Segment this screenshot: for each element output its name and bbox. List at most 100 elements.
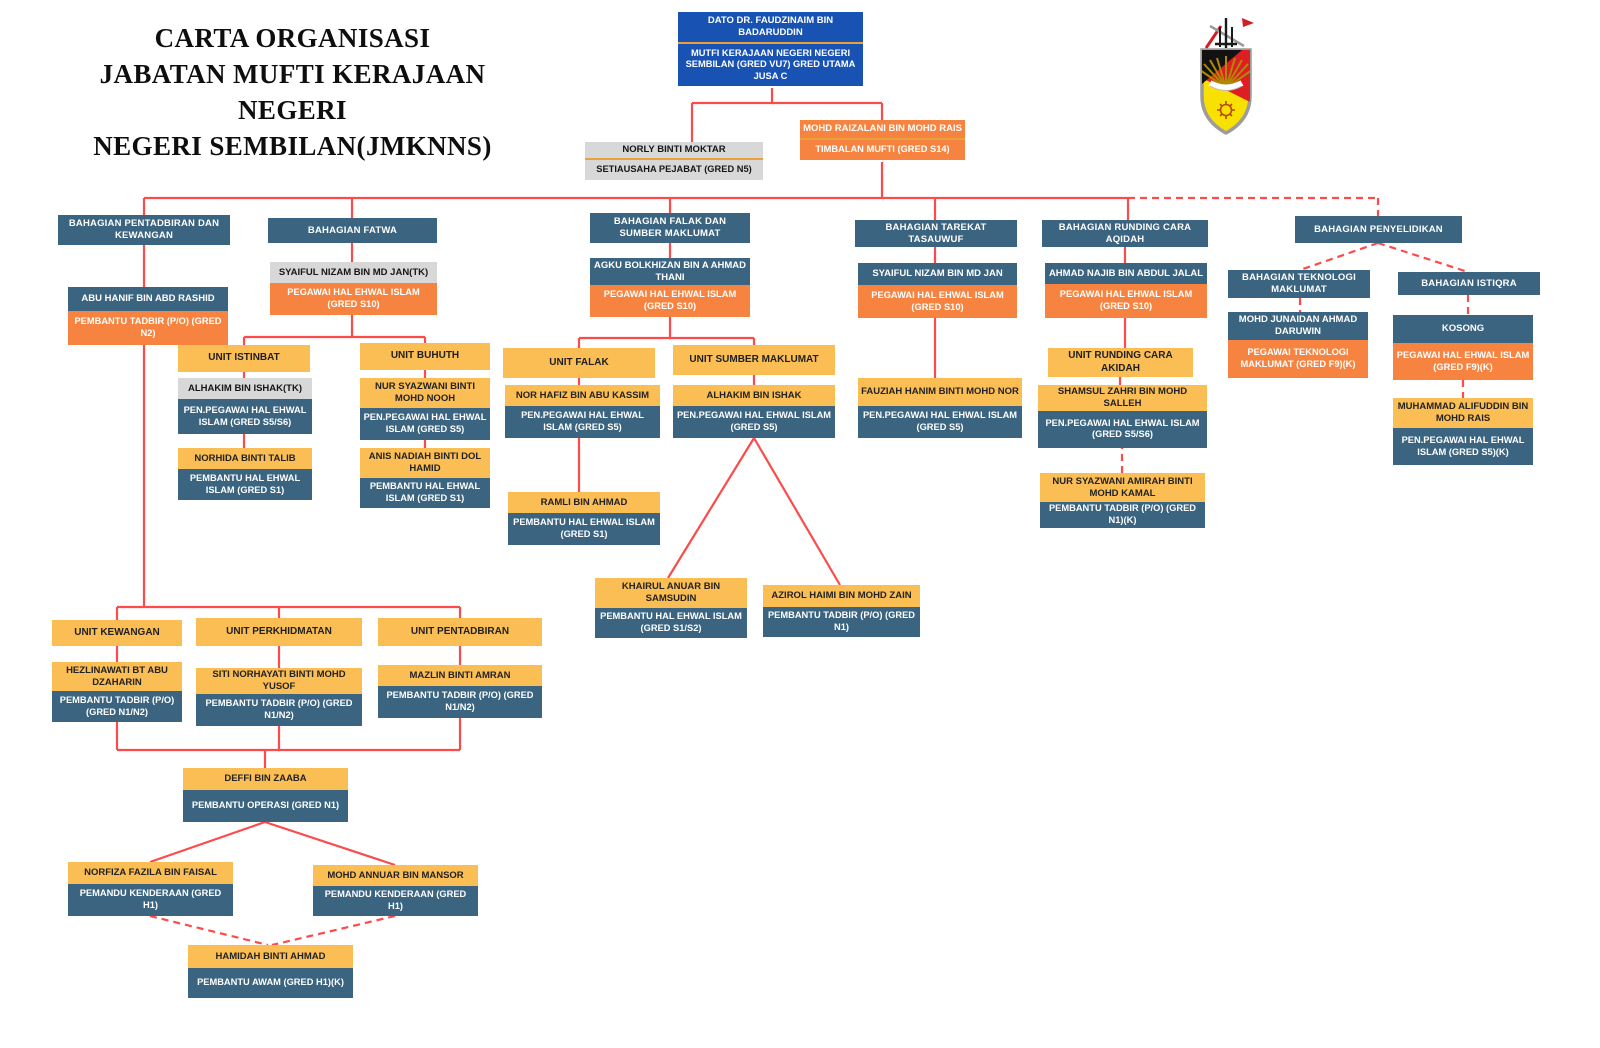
unit-label: UNIT RUNDING CARA AKIDAH	[1068, 350, 1173, 374]
crest-keris-icon	[1204, 18, 1254, 49]
person-role: PEGAWAI HAL EHWAL ISLAM (GRED F9)(K)	[1393, 343, 1533, 380]
person-role: PEMBANTU TADBIR (P/O) (GRED N1/N2)	[196, 693, 362, 726]
person-role: PEMANDU KENDERAAN (GRED H1)	[313, 886, 478, 916]
title-line-1: CARTA ORGANISASI	[154, 23, 431, 53]
person-role: PEGAWAI HAL EHWAL ISLAM (GRED S10)	[270, 283, 437, 315]
org-node-bhg-pentadbiran: BAHAGIAN PENTADBIRAN DAN KEWANGAN	[58, 215, 230, 245]
person-name: MOHD RAIZALANI BIN MOHD RAIS	[800, 120, 965, 140]
unit-label: UNIT FALAK	[549, 356, 609, 368]
person-role: PEMBANTU TADBIR (P/O) (GRED N1)	[763, 607, 920, 637]
unit-label: UNIT BUHUTH	[390, 350, 460, 362]
person-role: PEMBANTU HAL EHWAL ISLAM (GRED S1)	[178, 469, 312, 500]
person-role: PEMBANTU AWAM (GRED H1)(K)	[188, 968, 353, 998]
person-role: PEN.PEGAWAI HAL EHWAL ISLAM (GRED S5)	[858, 406, 1022, 438]
org-node-unit-perkhidmatan: UNIT PERKHIDMATAN	[196, 618, 362, 646]
person-name: SITI NORHAYATI BINTI MOHD YUSOF	[196, 668, 362, 694]
unit-label: UNIT ISTINBAT	[208, 352, 280, 364]
person-name: AZIROL HAIMI BIN MOHD ZAIN	[763, 585, 920, 607]
org-node-unit-falak: UNIT FALAK	[503, 348, 655, 378]
person-name: ANIS NADIAH BINTI DOL HAMID	[360, 448, 490, 478]
dept-label: BAHAGIAN TAREKAT TASAUWUF	[885, 222, 987, 245]
person-name: HAMIDAH BINTI AHMAD	[188, 945, 353, 968]
crest-sun-icon	[1217, 101, 1235, 119]
person-name: ABU HANIF BIN ABD RASHID	[68, 287, 228, 311]
connector-line	[753, 437, 841, 586]
unit-label: UNIT PENTADBIRAN	[410, 625, 510, 637]
org-node-bhg-penyelidikan: BAHAGIAN PENYELIDIKAN	[1295, 216, 1462, 243]
person-name: NORFIZA FAZILA BIN FAISAL	[68, 862, 233, 884]
org-node-bhg-fatwa: BAHAGIAN FATWA	[268, 218, 437, 243]
person-role: PEMANDU KENDERAAN (GRED H1)	[68, 884, 233, 916]
person-role: PEGAWAI HAL EHWAL ISLAM (GRED S10)	[590, 285, 750, 317]
person-name: NORHIDA BINTI TALIB	[178, 448, 312, 469]
person-role: PEGAWAI HAL EHWAL ISLAM (GRED S10)	[1045, 284, 1207, 318]
org-node-unit-runding: UNIT RUNDING CARA AKIDAH	[1048, 348, 1193, 377]
unit-label: UNIT KEWANGAN	[74, 626, 160, 638]
org-node-unit-pentadbiran: UNIT PENTADBIRAN	[378, 618, 542, 646]
org-node-alhakim-tk: ALHAKIM BIN ISHAK(TK)PEN.PEGAWAI HAL EHW…	[178, 378, 312, 434]
person-name: NUR SYAZWANI BINTI MOHD NOOH	[360, 378, 490, 408]
person-role: MUTFI KERAJAAN NEGERI NEGERI SEMBILAN (G…	[678, 44, 863, 86]
person-role: PEMBANTU OPERASI (GRED N1)	[183, 790, 348, 822]
person-name: SYAIFUL NIZAM BIN MD JAN	[858, 263, 1017, 285]
connector-line-dashed	[1377, 241, 1469, 274]
person-name: NORLY BINTI MOKTAR	[585, 142, 763, 160]
org-node-unit-istinbat: UNIT ISTINBAT	[178, 345, 310, 372]
person-name: HEZLINAWATI BT ABU DZAHARIN	[52, 662, 182, 691]
person-name: MUHAMMAD ALIFUDDIN BIN MOHD RAIS	[1393, 398, 1533, 428]
dept-label: BAHAGIAN RUNDING CARA AQIDAH	[1058, 222, 1192, 245]
org-node-unit-sumber: UNIT SUMBER MAKLUMAT	[673, 345, 835, 375]
org-node-bhg-falak: BAHAGIAN FALAK DAN SUMBER MAKLUMAT	[590, 213, 750, 243]
person-role: PEN.PEGAWAI HAL EHWAL ISLAM (GRED S5/S6)	[178, 399, 312, 434]
dept-label: BAHAGIAN PENTADBIRAN DAN KEWANGAN	[68, 218, 220, 241]
org-node-syaiful-fatwa: SYAIFUL NIZAM BIN MD JAN(TK)PEGAWAI HAL …	[270, 262, 437, 315]
person-role: PEN.PEGAWAI HAL EHWAL ISLAM (GRED S5)	[360, 408, 490, 440]
dept-label: BAHAGIAN TEKNOLOGI MAKLUMAT	[1242, 272, 1356, 295]
person-name: KOSONG	[1393, 315, 1533, 343]
title-line-2: JABATAN MUFTI KERAJAAN NEGERI	[99, 59, 486, 125]
person-name: DEFFI BIN ZAABA	[183, 768, 348, 790]
person-role: PEMBANTU HAL EHWAL ISLAM (GRED S1/S2)	[595, 608, 747, 638]
person-name: ALHAKIM BIN ISHAK(TK)	[178, 378, 312, 399]
person-name: ALHAKIM BIN ISHAK	[673, 385, 835, 406]
dept-label: BAHAGIAN FALAK DAN SUMBER MAKLUMAT	[613, 216, 727, 239]
org-node-bhg-teknologi: BAHAGIAN TEKNOLOGI MAKLUMAT	[1228, 270, 1370, 298]
person-role: PEGAWAI TEKNOLOGI MAKLUMAT (GRED F9)(K)	[1228, 340, 1368, 378]
person-name: MOHD ANNUAR BIN MANSOR	[313, 865, 478, 886]
person-name: NOR HAFIZ BIN ABU KASSIM	[505, 385, 660, 406]
person-role: PEMBANTU HAL EHWAL ISLAM (GRED S1)	[508, 513, 660, 545]
person-role: PEN.PEGAWAI HAL EHWAL ISLAM (GRED S5)	[673, 406, 835, 438]
person-name: AGKU BOLKHIZAN BIN A AHMAD THANI	[590, 258, 750, 285]
connector-line-dashed	[271, 914, 396, 947]
unit-label: UNIT PERKHIDMATAN	[226, 625, 332, 637]
connector-line	[149, 820, 266, 864]
person-name: DATO DR. FAUDZINAIM BIN BADARUDDIN	[678, 12, 863, 44]
